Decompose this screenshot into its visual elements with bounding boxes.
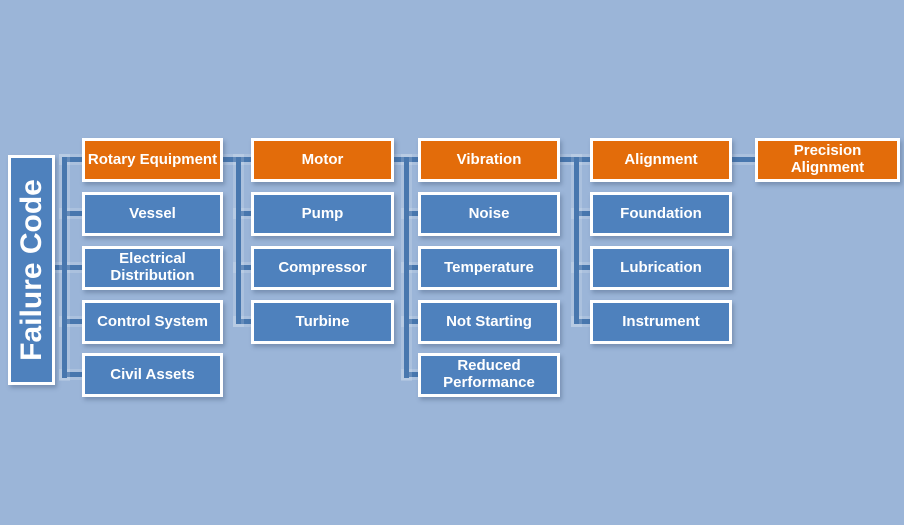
connector-l3-trunk: [404, 157, 409, 378]
node-label: Control System: [97, 312, 208, 330]
connector-l3-branch-3: [404, 265, 421, 270]
node-label: Civil Assets: [110, 365, 195, 383]
node-label: Compressor: [278, 258, 367, 276]
connector-l4-trunk: [574, 157, 579, 324]
node-label: Vibration: [456, 150, 522, 168]
node-control-system[interactable]: Control System: [82, 300, 223, 344]
node-alignment[interactable]: Alignment: [590, 138, 732, 182]
node-not-starting[interactable]: Not Starting: [418, 300, 560, 344]
node-electrical-distribution[interactable]: Electrical Distribution: [82, 246, 223, 290]
node-reduced-performance[interactable]: Reduced Performance: [418, 353, 560, 397]
node-label: Turbine: [295, 312, 350, 330]
connector-l5-branch-1: [729, 157, 758, 162]
node-lubrication[interactable]: Lubrication: [590, 246, 732, 290]
node-motor[interactable]: Motor: [251, 138, 394, 182]
node-label: Vessel: [129, 204, 176, 222]
node-rotary-equipment[interactable]: Rotary Equipment: [82, 138, 223, 182]
node-label: Electrical Distribution: [110, 250, 195, 284]
node-noise[interactable]: Noise: [418, 192, 560, 236]
connector-l1-branch-5: [62, 372, 84, 377]
node-vessel[interactable]: Vessel: [82, 192, 223, 236]
connector-l1-branch-4: [62, 319, 84, 324]
node-label: Pump: [301, 204, 344, 222]
node-pump[interactable]: Pump: [251, 192, 394, 236]
connector-l1-branch-1: [62, 157, 84, 162]
node-label: Lubrication: [620, 258, 702, 276]
connector-l2-branch-2: [236, 211, 254, 216]
connector-l4-branch-4: [574, 319, 593, 324]
node-precision-alignment[interactable]: Precision Alignment: [755, 138, 900, 182]
connector-l2-branch-3: [236, 265, 254, 270]
node-civil-assets[interactable]: Civil Assets: [82, 353, 223, 397]
node-label: Instrument: [622, 312, 700, 330]
node-label: Not Starting: [446, 312, 532, 330]
node-label: Noise: [468, 204, 510, 222]
connector-l1-branch-3: [50, 265, 84, 270]
root-node-failure-code[interactable]: Failure Code: [8, 155, 55, 385]
node-instrument[interactable]: Instrument: [590, 300, 732, 344]
node-compressor[interactable]: Compressor: [251, 246, 394, 290]
node-vibration[interactable]: Vibration: [418, 138, 560, 182]
node-label: Alignment: [624, 150, 698, 168]
connector-l1-branch-2: [62, 211, 84, 216]
connector-l4-branch-3: [574, 265, 593, 270]
connector-l2-trunk: [236, 157, 241, 324]
node-label: Reduced Performance: [443, 357, 535, 391]
node-foundation[interactable]: Foundation: [590, 192, 732, 236]
connector-l2-branch-4: [236, 319, 254, 324]
connector-l3-branch-5: [404, 372, 421, 377]
connector-l1-trunk: [62, 157, 67, 378]
node-temperature[interactable]: Temperature: [418, 246, 560, 290]
node-label: Temperature: [444, 258, 534, 276]
connector-l4-branch-2: [574, 211, 593, 216]
node-label: Foundation: [620, 204, 702, 222]
connector-l3-branch-4: [404, 319, 421, 324]
node-turbine[interactable]: Turbine: [251, 300, 394, 344]
node-label: Motor: [301, 150, 344, 168]
node-label: Rotary Equipment: [87, 150, 218, 168]
connector-l3-branch-2: [404, 211, 421, 216]
root-node-label: Failure Code: [14, 179, 48, 361]
node-label: Precision Alignment: [790, 142, 865, 176]
